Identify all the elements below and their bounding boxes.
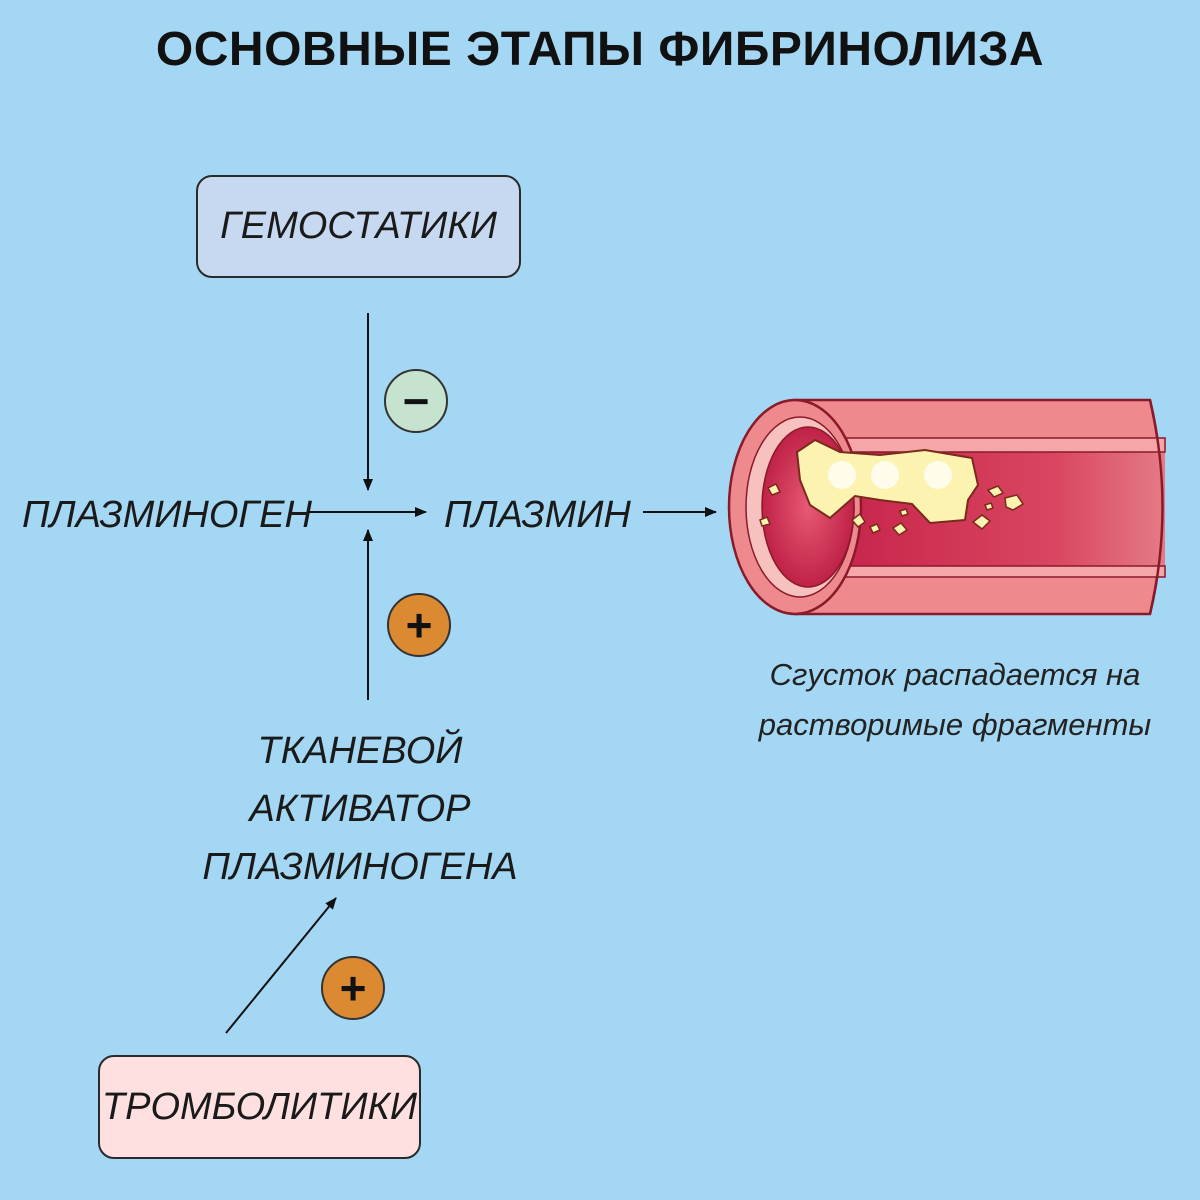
inhibition-sign-minus: − [384,369,448,433]
plasminogen-label: ПЛАЗМИНОГЕН [22,494,312,536]
tpa-line-3: ПЛАЗМИНОГЕНА [202,846,518,888]
blood-vessel-illustration [727,398,1166,616]
thrombolytics-box: ТРОМБОЛИТИКИ [98,1055,421,1159]
caption-line-2: растворимые фрагменты [758,707,1152,742]
tpa-line-1: ТКАНЕВОЙ [257,730,463,772]
thrombolytics-label: ТРОМБОЛИТИКИ [101,1085,418,1128]
diagram-title: ОСНОВНЫЕ ЭТАПЫ ФИБРИНОЛИЗА [155,23,1045,76]
tissue-plasminogen-activator-label: ТКАНЕВОЙ АКТИВАТОР ПЛАЗМИНОГЕНА [180,722,540,896]
activation-sign-plus-tpa: + [387,593,451,657]
caption-line-1: Сгусток распадается на [769,657,1141,692]
hemostatics-label: ГЕМОСТАТИКИ [220,205,497,247]
tpa-line-2: АКТИВАТОР [249,788,471,830]
hemostatics-box: ГЕМОСТАТИКИ [196,175,521,278]
clot-caption: Сгусток распадается на растворимые фрагм… [720,650,1190,750]
activation-sign-plus-thrombolytics: + [321,956,385,1020]
plasmin-label: ПЛАЗМИН [444,494,631,536]
thrombolytics-arrow [225,897,337,1034]
